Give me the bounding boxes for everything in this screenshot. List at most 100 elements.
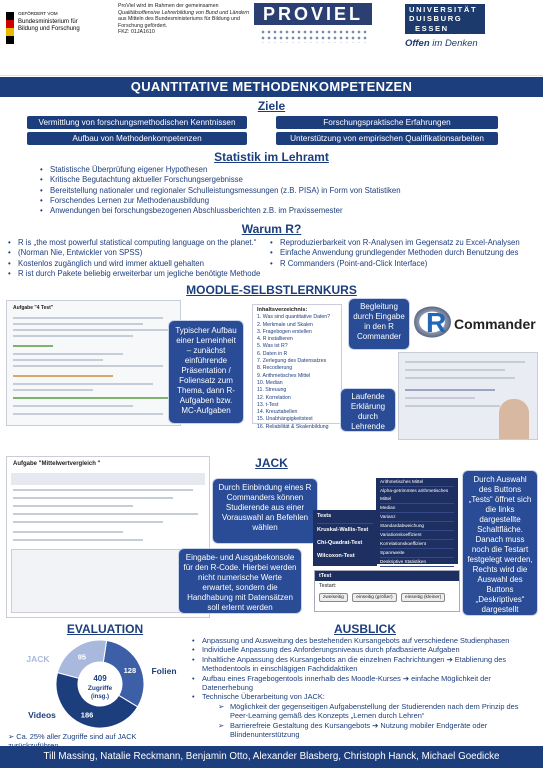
jack-heading: JACK xyxy=(255,456,288,470)
proviel-logo: PROVIEL xyxy=(254,3,374,45)
list-item: Reproduzierbarkeit von R-Analysen im Geg… xyxy=(270,238,538,249)
list-item: Inhaltliche Anpassung des Kursangebots a… xyxy=(192,655,538,674)
toc-item[interactable]: 8. Recodierung xyxy=(257,365,293,372)
ziel-item: Aufbau von Methodenkompetenzen xyxy=(27,132,247,145)
evaluation-heading: EVALUATION xyxy=(66,622,144,636)
list-item: Statistische Überprüfung eigener Hypothe… xyxy=(40,165,535,176)
menu-item[interactable]: Standardabweichung xyxy=(380,522,454,531)
lecturer-video xyxy=(499,399,529,439)
callout-begleitung: Begleitung durch Eingabe in den R Comman… xyxy=(348,298,410,350)
ausblick-sublist: ➢Möglichkeit der gegenseitigen Aufgabens… xyxy=(218,702,519,740)
r-logo-icon xyxy=(414,304,454,340)
bmbf-logo: GEFÖRDERT VOM Bundesministerium für Bild… xyxy=(6,4,86,52)
menu-item[interactable]: Deskriptive Statistiken xyxy=(380,558,454,567)
menu-item[interactable]: Alpha-getrimmtes arithmetisches Mittel xyxy=(380,487,454,504)
toc-item[interactable]: 5. Was ist R? xyxy=(257,343,288,350)
list-item: (Norman Nie, Entwickler von SPSS) xyxy=(8,248,270,259)
jack-screenshot: Aufgabe "Mittelwertvergleich " xyxy=(6,456,210,618)
author-footer: Till Massing, Natalie Reckmann, Benjamin… xyxy=(0,746,543,768)
callout-lerneinheit: Typischer Aufbau einer Lerneinheit – zun… xyxy=(168,320,244,424)
moodle-toc: Inhaltsverzeichnis: 1. Was sind quantita… xyxy=(252,304,342,430)
toc-item[interactable]: 15. Unabhängigkeitstest xyxy=(257,416,313,423)
list-item: Kostenlos zugänglich und wird immer aktu… xyxy=(8,259,270,270)
ziel-item: Unterstützung von empirischen Qualifikat… xyxy=(276,132,498,145)
ttest-panel: tTest Testart: zweiseitig einseitig (grö… xyxy=(314,570,460,612)
toc-item[interactable]: 16. Reliabilität & Skalenbildung xyxy=(257,423,329,430)
toc-item[interactable]: 4. R installieren xyxy=(257,336,293,343)
gov-ministry-label: Bundesministerium für Bildung und Forsch… xyxy=(18,19,80,32)
r-commander-logo: R Commander xyxy=(412,296,536,354)
eagle-icon xyxy=(6,12,14,44)
test-item[interactable]: Wilcoxon-Test xyxy=(317,553,355,559)
braille-pattern xyxy=(260,29,368,43)
ausblick-heading: AUSBLICK xyxy=(334,622,396,636)
deskriptives-menu: Arithmetisches Mittel Alpha-getrimmtes a… xyxy=(376,478,458,576)
callout-auswahl: Durch Auswahl des Buttons „Tests“ öffnet… xyxy=(462,470,538,616)
moodle-screenshot: Aufgabe "4 Test" xyxy=(6,300,181,426)
callout-laufende: Laufende Erklärung durch Lehrende xyxy=(340,388,396,432)
ude-logo: UNIVERSITÄT DUISBURG ESSEN Offen im Denk… xyxy=(405,4,537,60)
toc-item[interactable]: 3. Fragebogen erstellen xyxy=(257,328,312,335)
list-item: R is „the most powerful statistical comp… xyxy=(8,238,270,249)
statistik-list: Statistische Überprüfung eigener Hypothe… xyxy=(40,165,535,217)
list-item: Kritische Begutachtung aktueller Forschu… xyxy=(40,175,535,186)
toc-item[interactable]: 12. Korrelation xyxy=(257,394,291,401)
toc-item[interactable]: 13. t-Test xyxy=(257,401,279,408)
pie-center-label: 409 xyxy=(93,674,107,683)
test-item[interactable]: Kruskal-Wallis-Test xyxy=(317,527,369,533)
menu-item[interactable]: Median xyxy=(380,504,454,513)
pie-value-label: 95 xyxy=(78,652,86,661)
toc-item[interactable]: 7. Zerlegung des Datensatzes xyxy=(257,358,327,365)
toc-item[interactable]: 10. Median xyxy=(257,379,283,386)
list-item: Anpassung und Ausweitung des bestehenden… xyxy=(192,636,538,646)
ttest-label: Testart: xyxy=(319,583,337,589)
funding-text: ProViel wird im Rahmen der gemeinsamen Q… xyxy=(118,3,250,36)
warum-left-list: R is „the most powerful statistical comp… xyxy=(8,238,270,279)
toc-item[interactable]: 6. Daten in R xyxy=(257,350,288,357)
menu-item[interactable]: Spannweite xyxy=(380,549,454,558)
moodle-task-title: Aufgabe "4 Test" xyxy=(13,305,54,311)
ttest-button-groesser[interactable]: einseitig (größer) xyxy=(352,593,397,602)
list-item: Barrierefreie Gestaltung des Kursangebot… xyxy=(230,720,488,740)
callout-eingabe: Eingabe- und Ausgabekonsole für den R-Co… xyxy=(178,548,302,614)
list-item: Anwendungen bei forschungsbezogenen Absc… xyxy=(40,206,535,217)
menu-item[interactable]: Variationskoeffizient xyxy=(380,531,454,540)
pie-value-label: 128 xyxy=(124,666,137,675)
list-item: Technische Überarbeitung von JACK: xyxy=(192,692,538,702)
warum-heading: Warum R? xyxy=(241,222,302,236)
toc-item[interactable]: 11. Streuung xyxy=(257,387,287,394)
list-item: Forschendes Lernen zur Methodenausbildun… xyxy=(40,196,535,207)
tests-header[interactable]: Tests xyxy=(317,510,373,524)
toc-item[interactable]: 9. Arithmetisches Mittel xyxy=(257,372,311,379)
moodle-heading: MOODLE-SELBSTLERNKURS xyxy=(186,283,357,297)
pie-slice-jack xyxy=(56,639,108,679)
test-item[interactable]: Chi-Quadrat-Test xyxy=(317,540,363,546)
list-item: Einfache Anwendung grundlegender Methode… xyxy=(270,248,538,259)
menu-item[interactable]: Varianz xyxy=(380,513,454,522)
pie-legend-jack: JACK xyxy=(26,654,50,664)
menu-item[interactable]: Arithmetisches Mittel xyxy=(380,478,454,487)
pie-legend-videos: Videos xyxy=(28,710,56,720)
ttest-title: tTest xyxy=(315,571,459,581)
toc-item[interactable]: 1. Was sind quantitative Daten? xyxy=(257,314,331,321)
toc-item[interactable]: 2. Merkmale und Skalen xyxy=(257,321,313,328)
list-item: Möglichkeit der gegenseitigen Aufgabenst… xyxy=(230,702,519,721)
gov-support-label: GEFÖRDERT VOM xyxy=(18,11,58,16)
ziel-item: Vermittlung von forschungsmethodischen K… xyxy=(27,116,247,129)
list-item: R ist durch Pakete beliebig erweiterbar … xyxy=(8,269,270,280)
pie-center-label: (insg.) xyxy=(91,694,109,700)
r-commander-screenshot xyxy=(398,352,538,440)
ziel-item: Forschungspraktische Erfahrungen xyxy=(276,116,498,129)
page-title: QUANTITATIVE METHODENKOMPETENZEN xyxy=(0,77,543,97)
warum-right-list: Reproduzierbarkeit von R-Analysen im Geg… xyxy=(270,238,538,269)
statistik-heading: Statistik im Lehramt xyxy=(214,150,329,164)
pie-center-label: Zugriffe xyxy=(88,685,113,692)
menu-item[interactable]: Korrelationskoeffizient xyxy=(380,540,454,549)
pie-slice-videos xyxy=(55,672,139,729)
ttest-button-kleiner[interactable]: einseitig (kleiner) xyxy=(401,593,446,602)
pie-legend-folien: Folien xyxy=(151,666,176,676)
ttest-button-zweiseitig[interactable]: zweiseitig xyxy=(319,593,348,602)
toc-item[interactable]: 14. Kreuztabellen xyxy=(257,409,298,416)
pie-center xyxy=(79,663,121,705)
pie-value-label: 186 xyxy=(81,710,94,719)
